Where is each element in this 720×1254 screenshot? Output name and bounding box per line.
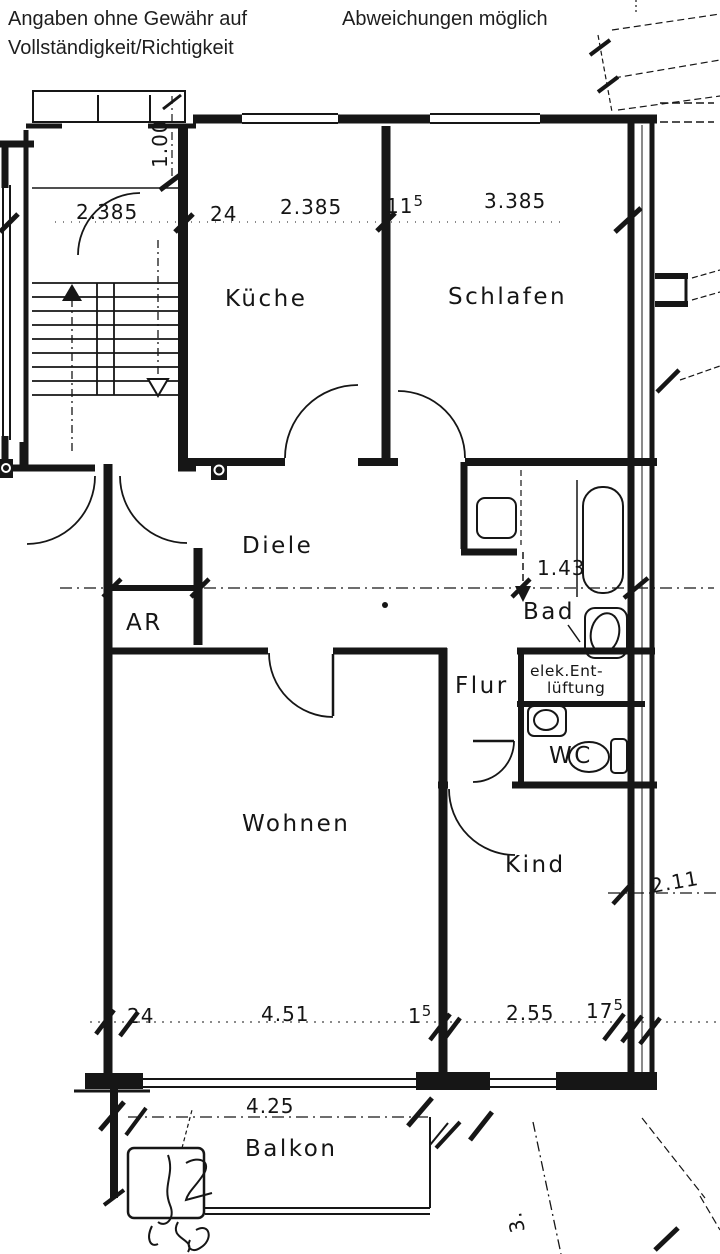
stairhall-door-arc: [77, 192, 141, 256]
dim-wall-top-24: 24: [210, 202, 237, 226]
bottom-wall-piers: [85, 1072, 657, 1090]
dim-wall-bottom-175: 175: [586, 996, 624, 1023]
diele-dot: [382, 602, 388, 608]
interior-walls: [103, 126, 657, 1084]
handwritten-scribble: [184, 1158, 213, 1202]
dim-schlafen-width: 3.385: [484, 189, 546, 213]
balcony-note-box: [126, 1146, 206, 1220]
wohnen-door-arc: [268, 652, 334, 718]
balcony: [126, 1109, 431, 1253]
wc-sink-icon: [527, 705, 567, 737]
label-vent-line1: elek.Ent-: [530, 662, 603, 680]
schlafen-door-arc: [397, 390, 466, 459]
dim-stairwell-width: 2.385: [76, 200, 138, 224]
label-kind: Kind: [505, 852, 566, 878]
dim-wall-bottom-24: 24: [127, 1004, 154, 1028]
dim-wall-top-115: 115: [386, 192, 424, 218]
disclaimer-left-line1: Angaben ohne Gewähr auf: [8, 8, 248, 30]
wc-door-arc: [472, 740, 515, 783]
staircase: [32, 187, 178, 452]
disclaimer-left-line2: Vollständigkeit/Richtigkeit: [8, 37, 234, 59]
label-balkon: Balkon: [245, 1136, 337, 1162]
stair-up-arrow: [62, 284, 82, 301]
dim-bad-width: 1.43: [537, 556, 586, 580]
label-abstellraum: AR: [126, 610, 163, 636]
disclaimer-left: Angaben ohne Gewähr auf Vollständigkeit/…: [8, 5, 247, 63]
stair-bay-window: [32, 90, 186, 123]
duct-markers: [0, 459, 388, 608]
disclaimer-right: Abweichungen möglich: [342, 8, 548, 30]
shower-basin-icon: [476, 497, 517, 539]
label-diele: Diele: [242, 533, 313, 559]
outer-walls: [0, 90, 688, 1198]
entrance-door-arc-left: [26, 475, 96, 545]
bath-fixtures: [476, 480, 628, 774]
kind-door-arc: [448, 788, 516, 856]
dim-balkon-width: 4.25: [246, 1094, 295, 1118]
label-flur: Flur: [455, 673, 509, 699]
dim-wall-bottom-15: 15: [408, 1002, 432, 1028]
label-vent-line2: lüftung: [547, 679, 605, 697]
label-bad: Bad: [523, 599, 575, 625]
dim-corner-note: 3.: [502, 1209, 530, 1235]
label-kueche: Küche: [225, 286, 307, 312]
label-wohnen: Wohnen: [242, 811, 350, 837]
dim-kind-width: 2.55: [506, 1001, 555, 1025]
kueche-door-arc: [284, 384, 359, 459]
room-labels: Küche Schlafen Diele AR Bad Flur WC Wohn…: [126, 284, 605, 1162]
dim-right-side: 2.11: [649, 866, 701, 898]
bathtub-icon: [582, 486, 624, 594]
dim-wohnen-width: 4.51: [261, 1002, 310, 1026]
stair-down-arrow: [146, 378, 170, 398]
right-wall-recess: [655, 273, 688, 307]
dim-kueche-width: 2.385: [280, 195, 342, 219]
label-wc: WC: [549, 743, 593, 769]
label-schlafen: Schlafen: [448, 284, 567, 310]
cistern-icon: [610, 738, 628, 774]
toilet-icon: [568, 741, 610, 773]
dim-stair-top-door: 1.00: [148, 119, 172, 168]
entrance-door-arc-right: [119, 475, 188, 544]
washbasin-icon: [584, 607, 628, 659]
door-swings: [26, 192, 524, 856]
